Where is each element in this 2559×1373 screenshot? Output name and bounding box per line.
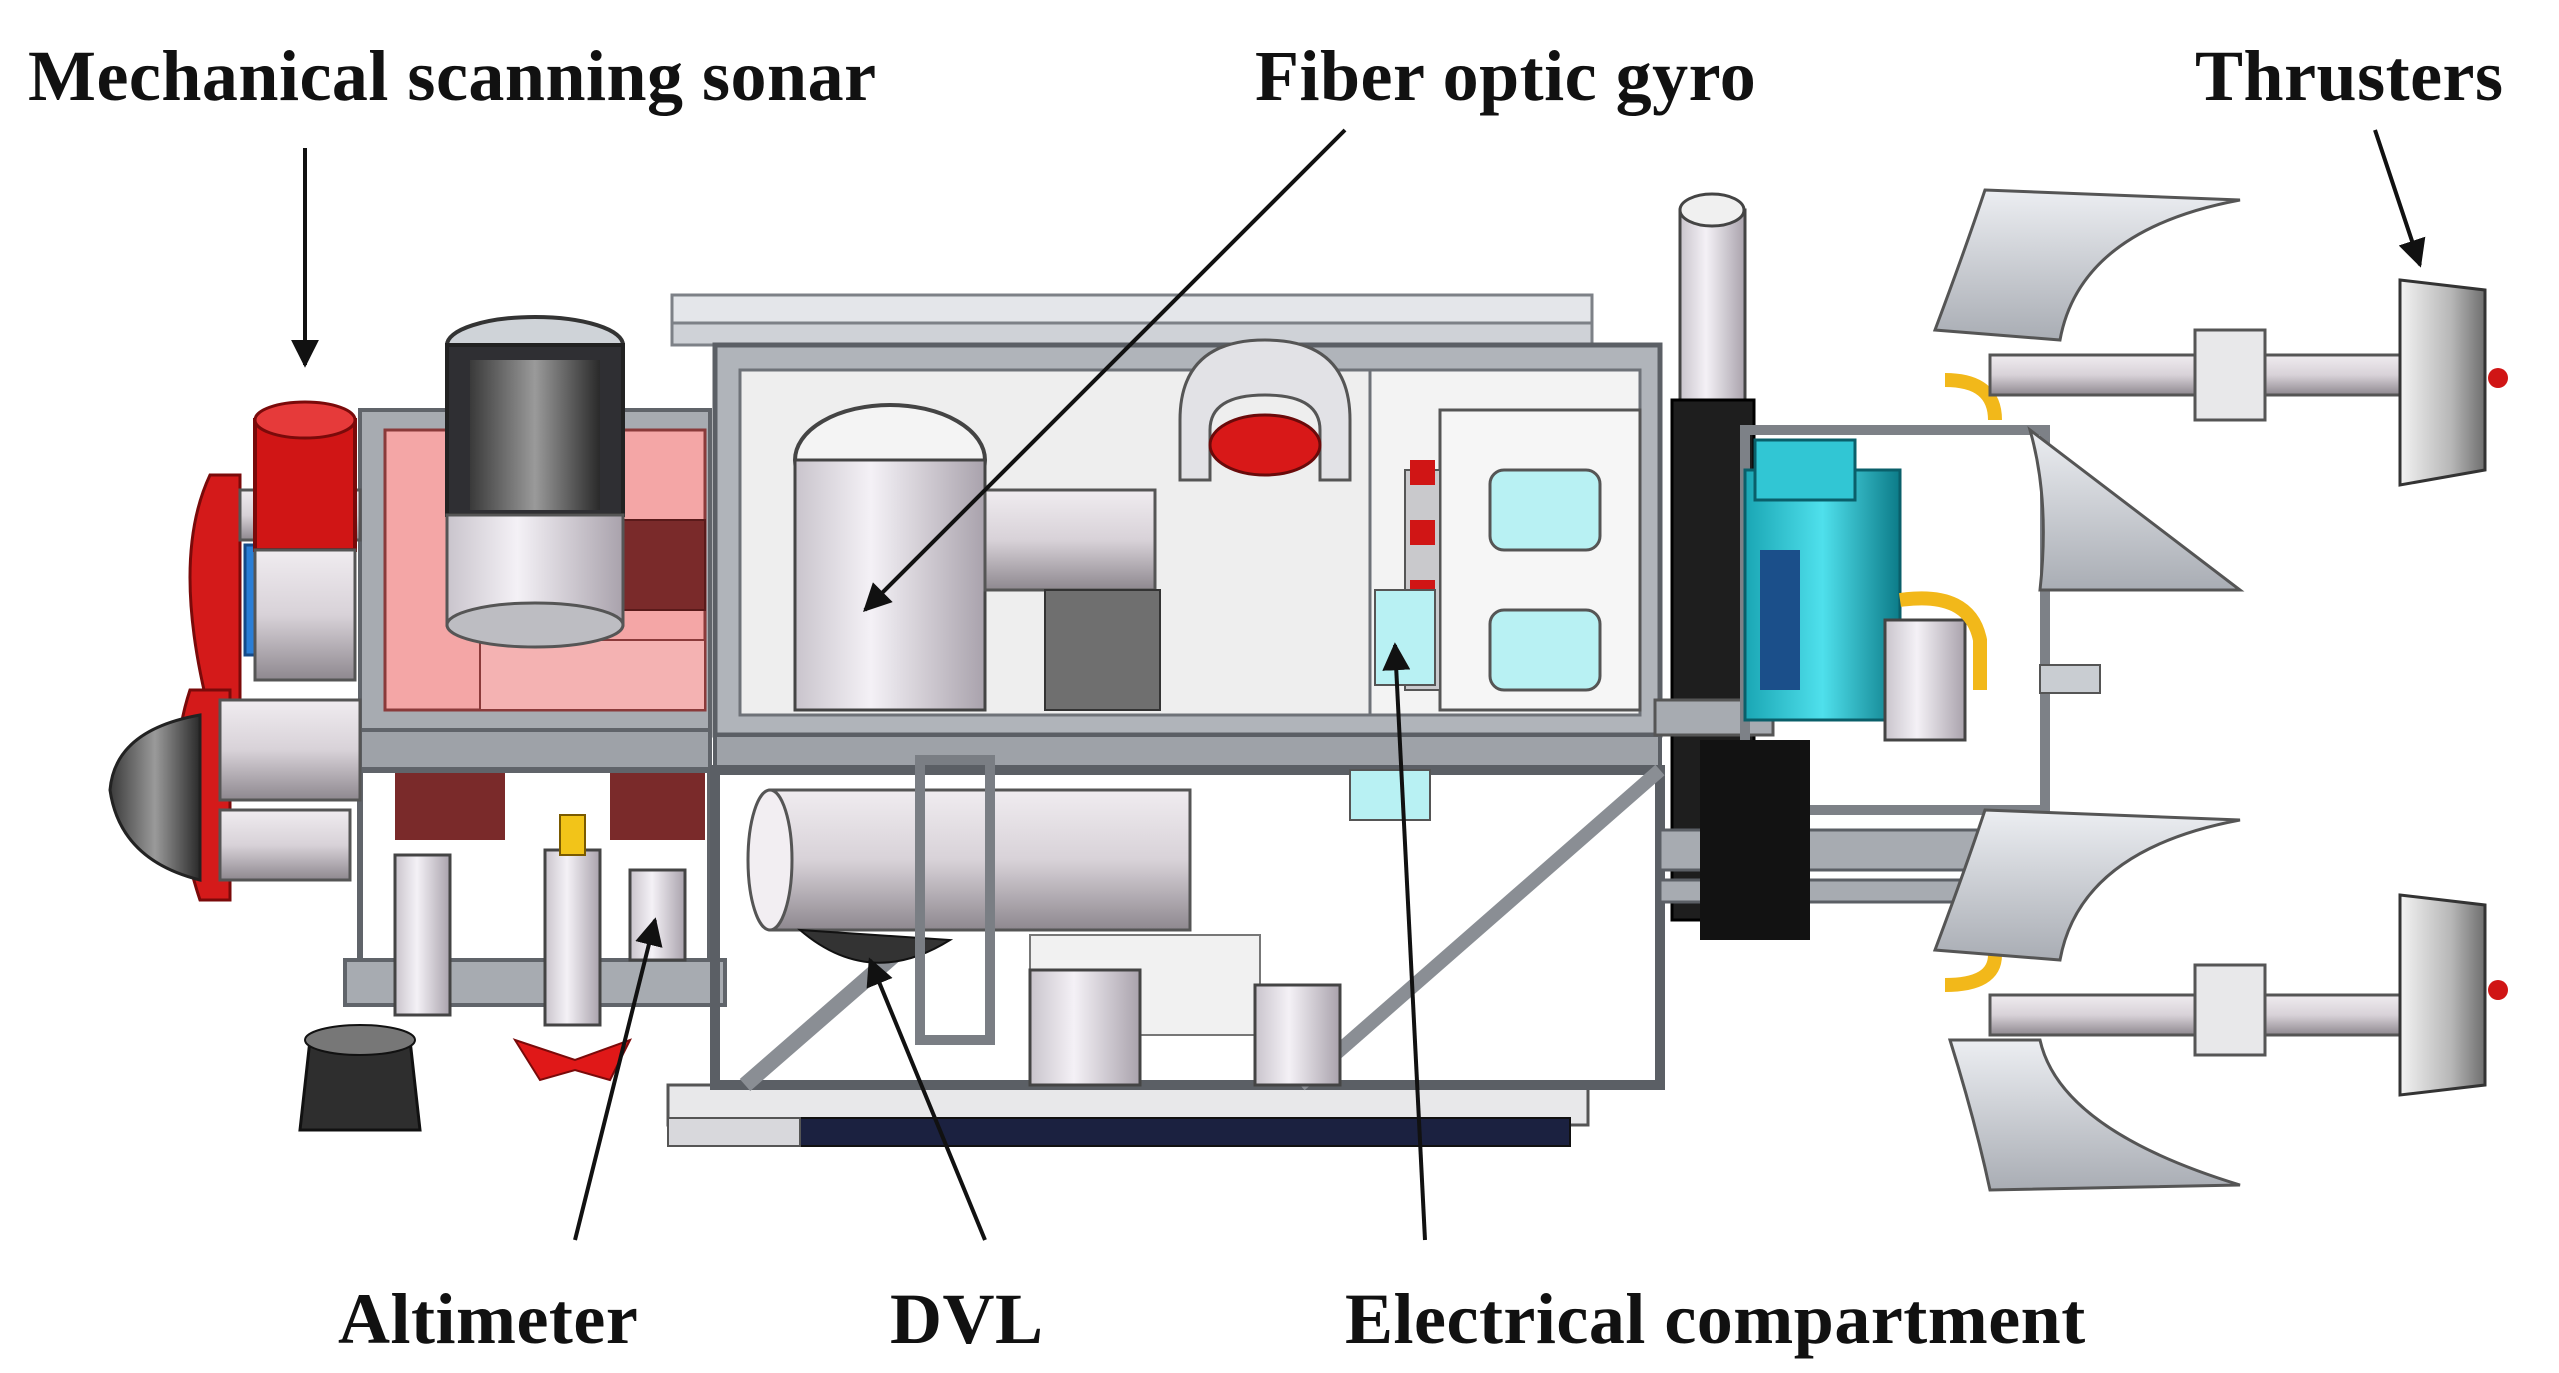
arrow-gyro [863, 128, 1347, 612]
arrow-electrical [1382, 642, 1427, 1241]
sonar-assembly [108, 400, 362, 902]
arrow-altimeter [573, 917, 663, 1241]
arrow-thrusters [2373, 129, 2426, 268]
arrow-dvl [866, 957, 987, 1241]
red-dome [1178, 338, 1352, 482]
lower-thruster [1988, 893, 2508, 1097]
label-altimeter: Altimeter [338, 1279, 639, 1359]
top-rail [670, 293, 1594, 347]
upper-thruster [1988, 278, 2508, 487]
label-mechanical-scanning-sonar: Mechanical scanning sonar [28, 36, 877, 116]
label-electrical-compartment: Electrical compartment [1345, 1279, 2086, 1359]
label-thrusters: Thrusters [2195, 36, 2504, 116]
annotation-arrows [291, 128, 2426, 1241]
label-dvl: DVL [890, 1279, 1044, 1359]
label-fiber-optic-gyro: Fiber optic gyro [1255, 36, 1757, 116]
upper-cage-cylinder [445, 315, 625, 649]
electrical-compartment [1349, 408, 1642, 821]
bottom-rail [666, 1083, 1590, 1147]
fins [1932, 188, 2245, 1192]
dvl-cylinder [746, 755, 1342, 1087]
altimeter-assembly [298, 814, 687, 1132]
rear-frame [1658, 373, 2101, 992]
